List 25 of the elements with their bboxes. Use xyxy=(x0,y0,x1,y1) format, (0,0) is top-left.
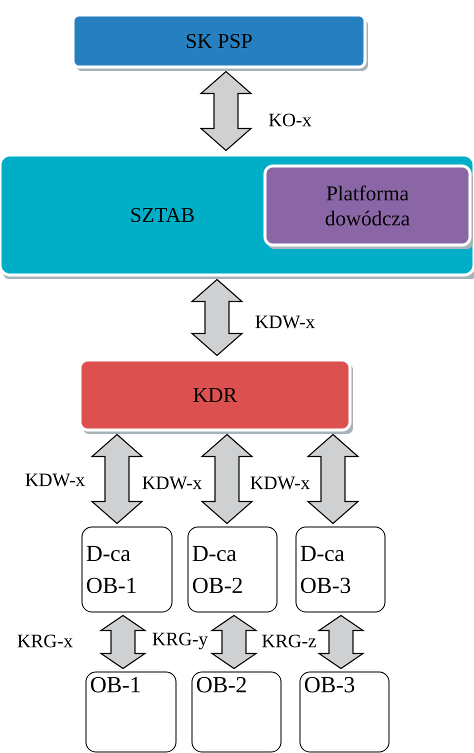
process-box: KDR xyxy=(78,358,353,434)
process-box: OB-1 xyxy=(86,672,176,752)
double-arrow xyxy=(210,614,258,670)
double-arrow xyxy=(306,434,360,524)
double-arrow xyxy=(90,434,144,524)
double-arrow xyxy=(99,614,147,670)
edge-label: KRG-y xyxy=(151,632,209,650)
edge-label: KDW-x xyxy=(24,472,86,488)
process-box: OB-3 xyxy=(300,672,390,752)
double-arrow xyxy=(200,434,254,524)
process-box: Platforma dowódcza xyxy=(264,164,473,249)
process-box: D-ca OB-1 xyxy=(82,526,172,612)
process-box: D-ca OB-2 xyxy=(188,526,278,612)
double-arrow xyxy=(317,614,365,670)
double-arrow xyxy=(190,278,244,356)
header-box: SK PSP xyxy=(72,14,368,72)
edge-label: KDW-x xyxy=(140,476,204,490)
edge-label: KO-x xyxy=(267,112,313,128)
process-box: OB-2 xyxy=(192,672,282,752)
edge-label: KRG-x xyxy=(16,634,74,648)
edge-label: KDW-x xyxy=(248,476,312,490)
edge-label: KRG-z xyxy=(260,634,318,648)
edge-label: KDW-x xyxy=(254,314,316,330)
double-arrow xyxy=(199,70,253,152)
process-box: D-ca OB-3 xyxy=(296,526,386,612)
